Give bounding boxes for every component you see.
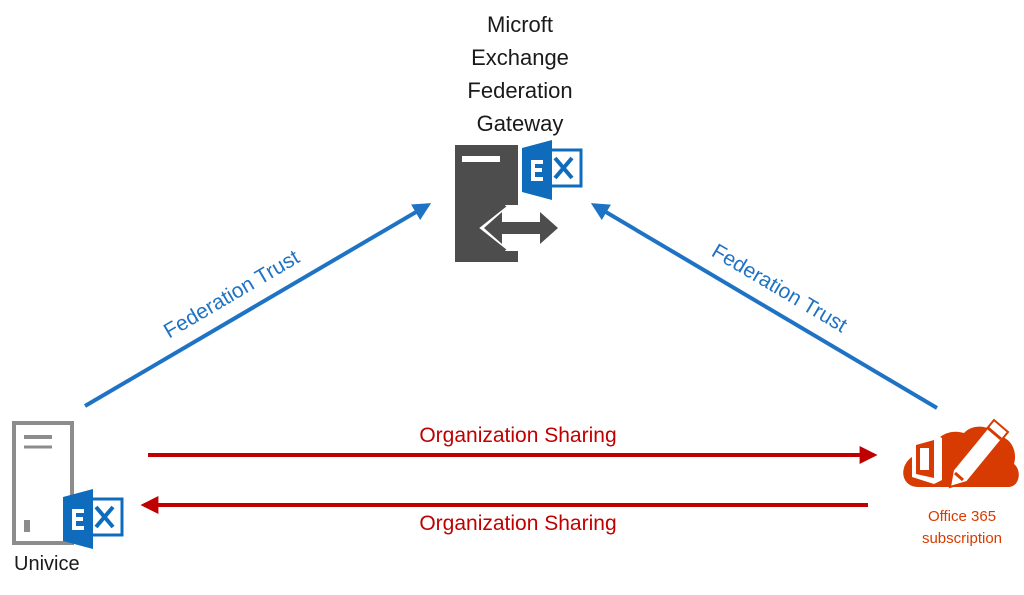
gateway-title-line: Microft bbox=[487, 12, 553, 37]
onprem-label: Univice bbox=[14, 553, 80, 575]
exchange-logo-icon bbox=[522, 140, 583, 200]
federation-trust-label-right: Federation Trust bbox=[708, 240, 851, 338]
gateway-title: Microft Exchange Federation Gateway bbox=[420, 8, 620, 140]
server-tower-icon bbox=[12, 421, 74, 545]
gateway-title-line: Exchange bbox=[471, 45, 569, 70]
organization-sharing-label-top: Organization Sharing bbox=[419, 424, 616, 447]
gateway-title-line: Gateway bbox=[476, 111, 564, 136]
organization-sharing-label-bottom: Organization Sharing bbox=[419, 512, 616, 535]
federation-trust-arrow-left bbox=[83, 203, 432, 408]
office365-label-line: subscription bbox=[921, 530, 1003, 547]
server-sync-icon bbox=[455, 145, 558, 262]
office365-label: Office 365 subscription bbox=[900, 506, 1024, 550]
exchange-logo-icon bbox=[63, 489, 124, 549]
office365-cloud-icon bbox=[903, 418, 1019, 489]
federation-trust-arrow-right bbox=[590, 203, 939, 410]
gateway-title-line: Federation bbox=[467, 78, 573, 103]
federation-trust-label-left: Federation Trust bbox=[160, 246, 304, 343]
office365-label-line: Office 365 bbox=[927, 508, 997, 525]
